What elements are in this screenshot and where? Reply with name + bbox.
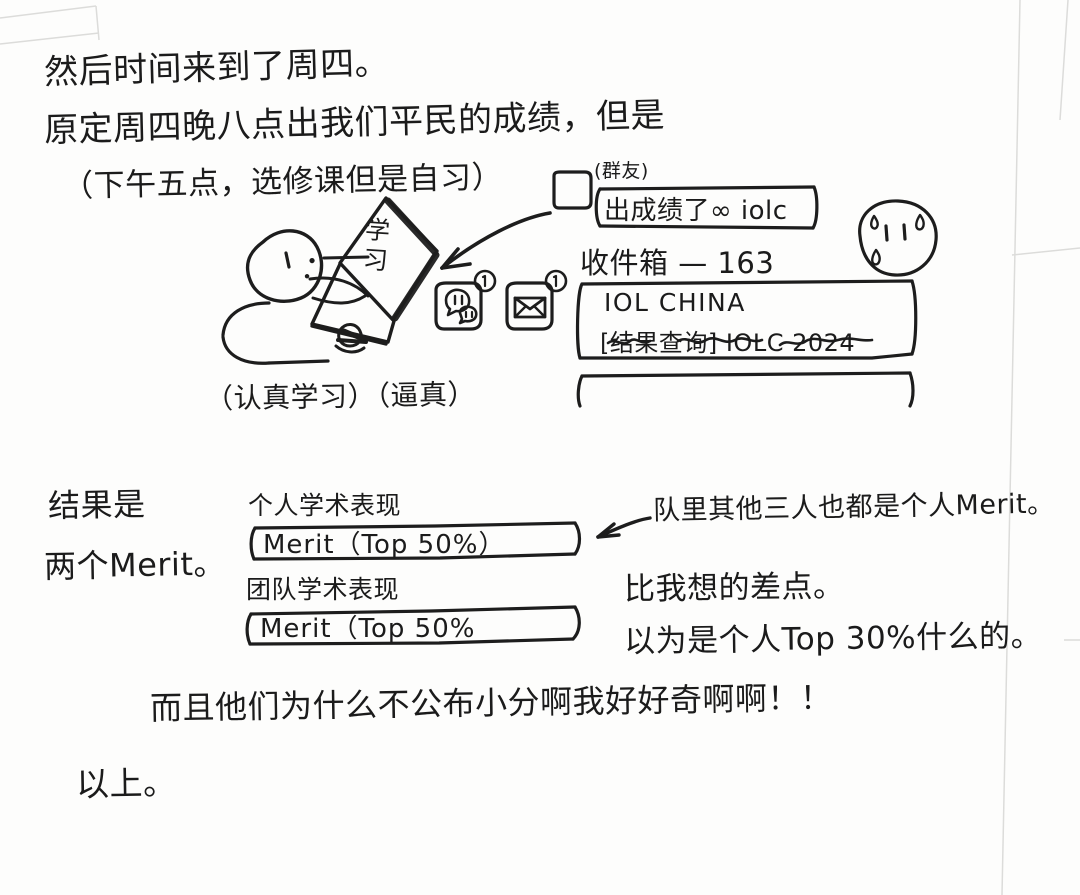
result-label-team: 团队学术表现 [246, 575, 400, 604]
arrow-to-results-icon [596, 516, 652, 539]
footer-closing: 以上。 [75, 763, 177, 804]
email-card-1[interactable] [572, 278, 922, 364]
results-intro-line-2: 两个Merit。 [43, 544, 227, 586]
sketch-caption: （认真学习）（逼真） [204, 377, 477, 416]
note-line-1: 然后时间来到了周四。 [43, 43, 390, 93]
result-value-personal: Merit（Top 50%） [263, 530, 506, 560]
laptop-sketch [310, 196, 440, 354]
commentary-line-1: 队里其他三人也都是个人Merit。 [652, 488, 1055, 527]
laptop-screen-label: 学习 [362, 214, 392, 276]
email-1-subject: [结果查询] IOLC 2024 [600, 329, 856, 357]
results-intro-line-1: 结果是 [47, 485, 146, 525]
chat-bubble [594, 185, 819, 230]
mail-icon [505, 281, 554, 331]
chat-sender-label: (群友) [594, 160, 649, 182]
email-card-2[interactable] [572, 368, 922, 408]
qq-chat-badge [473, 269, 497, 293]
chat-avatar [552, 170, 593, 210]
result-box-team [245, 605, 581, 646]
result-box-personal [249, 521, 582, 561]
email-1-sender: IOL CHINA [604, 288, 746, 317]
person-at-laptop-sketch [221, 229, 370, 365]
chat-message-text: 出成绩了∞ iolc [604, 196, 788, 226]
nervous-face-sketch [858, 199, 938, 277]
result-value-team: Merit（Top 50% [260, 614, 476, 644]
mail-badge [544, 269, 568, 293]
commentary-line-2: 比我想的差点。 [623, 568, 845, 608]
footer-exclaim: 而且他们为什么不公布小分啊我好好奇啊啊！！ [149, 678, 833, 728]
arrow-to-laptop-icon [440, 211, 552, 270]
inbox-title: 收件箱 — 163 [580, 246, 775, 280]
result-label-personal: 个人学术表现 [248, 491, 402, 520]
commentary-line-3: 以为是个人Top 30%什么的。 [623, 618, 1043, 660]
note-line-2: 原定周四晚八点出我们平民的成绩，但是 [43, 95, 666, 151]
qq-chat-icon [434, 281, 483, 331]
